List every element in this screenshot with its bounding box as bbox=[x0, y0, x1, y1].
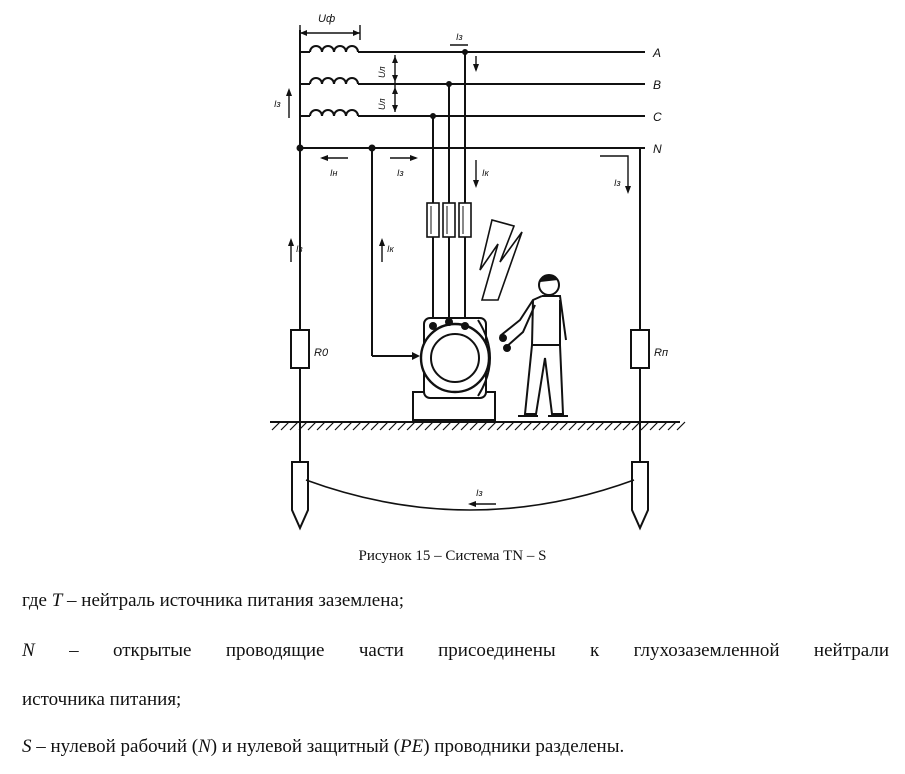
fuse-c-icon bbox=[426, 202, 440, 238]
fuse-a-icon bbox=[458, 202, 472, 238]
rp-label: Rп bbox=[654, 347, 668, 359]
neutral-current-arrows: Iн Iз Iк Iз bbox=[320, 155, 631, 194]
u-line-label-2: Uл bbox=[377, 98, 387, 110]
motor-icon bbox=[412, 317, 496, 421]
i-z-mid-label: Iз bbox=[397, 168, 404, 178]
definition-t: где T – нейтраль источника питания зазем… bbox=[22, 590, 405, 611]
current-top-marker: Iз bbox=[450, 32, 479, 72]
current-left-marker: Iз bbox=[274, 88, 292, 118]
i-z-ground-label: Iз bbox=[476, 488, 483, 498]
i-left-label: Iз bbox=[274, 99, 281, 109]
fuse-b-icon bbox=[442, 202, 456, 238]
i-k-up-label: Iк bbox=[387, 244, 395, 254]
source-windings bbox=[296, 30, 359, 465]
resistor-r0-icon bbox=[290, 329, 310, 369]
motor-supply bbox=[426, 49, 472, 326]
person-icon bbox=[499, 274, 568, 417]
i-top-label: Iз bbox=[456, 32, 463, 42]
definition-n: N – открытые проводящие части присоедине… bbox=[22, 640, 889, 661]
i-k-mid-label: Iк bbox=[482, 168, 490, 178]
definition-s: S – нулевой рабочий (N) и нулевой защитн… bbox=[22, 736, 625, 757]
i-z-up-label: Iз bbox=[296, 244, 303, 254]
line-voltage-markers: Uл Uл bbox=[377, 55, 398, 112]
neutral-n-label: N bbox=[653, 142, 662, 156]
phase-b-label: B bbox=[653, 78, 661, 92]
phase-c-label: C bbox=[653, 110, 662, 124]
r0-label: R0 bbox=[314, 347, 329, 359]
pe-conductor bbox=[368, 144, 420, 360]
phase-voltage-marker: Uф bbox=[299, 13, 361, 40]
neutral-ground-left: R0 Iз Iк bbox=[288, 238, 395, 369]
u-phase-label: Uф bbox=[318, 13, 335, 25]
phase-a-label: A bbox=[652, 46, 661, 60]
phase-conductors: A B C N bbox=[300, 46, 662, 156]
u-line-label-1: Uл bbox=[377, 66, 387, 78]
repeat-ground-right: Rп bbox=[630, 148, 668, 465]
definition-n-cont: источника питания; bbox=[22, 689, 182, 710]
i-n-left-label: Iн bbox=[330, 168, 338, 178]
figure-caption: Рисунок 15 – Система TN – S bbox=[358, 548, 547, 564]
resistor-rp-icon bbox=[630, 329, 650, 369]
ground-electrodes: Iз bbox=[291, 461, 649, 531]
ground-surface bbox=[270, 421, 686, 431]
i-z-right-label: Iз bbox=[614, 178, 621, 188]
tn-s-system-diagram: Uф A B C N Uл Uл Iз bbox=[270, 13, 686, 531]
lightning-bolt-icon bbox=[479, 219, 523, 301]
